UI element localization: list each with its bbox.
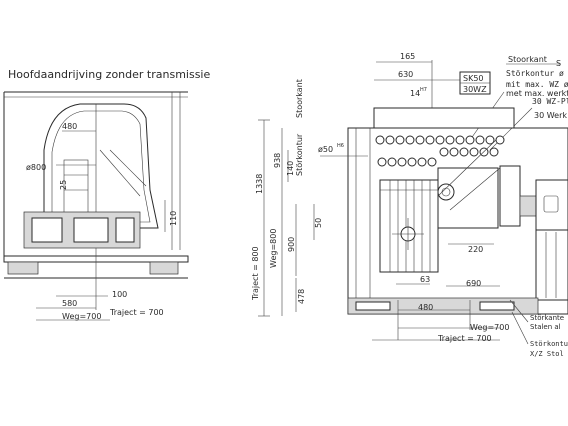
tool-pocket bbox=[427, 157, 437, 167]
tool-pocket bbox=[465, 135, 475, 145]
label-storkontur-vertical: Störkontur bbox=[295, 133, 304, 176]
tool-pocket bbox=[475, 135, 485, 145]
dim-630: 630 bbox=[398, 70, 413, 79]
tool-pocket bbox=[449, 147, 459, 157]
tool-pocket bbox=[417, 157, 427, 167]
tool-pocket bbox=[377, 157, 387, 167]
label-sk50: SK50 bbox=[463, 74, 484, 83]
left-view-title: Hoofdaandrijving zonder transmissie bbox=[8, 68, 210, 81]
dim-900: 900 bbox=[287, 237, 296, 252]
label-stoorkant-vertical: Stoorkant bbox=[295, 79, 304, 118]
tool-pocket bbox=[397, 157, 407, 167]
tool-pocket bbox=[489, 147, 499, 157]
tool-pocket bbox=[469, 147, 479, 157]
dim-480: 480 bbox=[62, 122, 77, 131]
right-cabinet bbox=[535, 179, 568, 231]
label-storkontur-bottom: Störkontur bbox=[530, 340, 568, 348]
dim-800: ø800 bbox=[26, 163, 46, 172]
label-met-max: met max. werktu bbox=[506, 89, 568, 98]
label-30wz-pl: 30 WZ-Pl bbox=[532, 97, 568, 106]
dim-50-tol: H6 bbox=[337, 143, 344, 149]
column-body bbox=[379, 179, 439, 273]
label-stoorkant-top: Stoorkant bbox=[508, 55, 547, 64]
tool-pocket bbox=[425, 135, 435, 145]
dim-25: 25 bbox=[59, 180, 68, 190]
tool-pocket bbox=[485, 135, 495, 145]
spindle-head-outline bbox=[43, 103, 159, 229]
dim-478: 478 bbox=[297, 289, 306, 304]
dim-165: 165 bbox=[400, 52, 415, 61]
dim-14-tol: H7 bbox=[420, 87, 427, 93]
tool-pocket bbox=[395, 135, 405, 145]
dim-50: 50 bbox=[314, 218, 323, 228]
carriage-box-left bbox=[31, 217, 63, 243]
dim-traject: Traject = 700 bbox=[437, 334, 492, 343]
tool-pocket bbox=[495, 135, 505, 145]
tool-pocket bbox=[445, 135, 455, 145]
dim-50-dia: ø50 bbox=[318, 145, 333, 154]
leader-bottom bbox=[509, 299, 529, 323]
label-storkontur-top: Störkontur ø bbox=[506, 69, 564, 78]
carriage-box-mid bbox=[73, 217, 109, 243]
tool-pocket bbox=[439, 147, 449, 157]
label-mit-max: mit max. WZ ø bbox=[506, 80, 568, 89]
dim-480: 480 bbox=[418, 303, 433, 312]
side-panel bbox=[499, 165, 521, 227]
cabinet-window bbox=[543, 195, 559, 213]
dim-1338: 1338 bbox=[255, 174, 264, 194]
head-diagonal-2 bbox=[109, 149, 147, 187]
dim-63: 63 bbox=[420, 275, 430, 284]
tool-pocket bbox=[435, 135, 445, 145]
foot-right bbox=[149, 261, 179, 275]
dim-580: 580 bbox=[62, 299, 77, 308]
label-storkante: Störkante bbox=[530, 314, 564, 322]
tool-pocket bbox=[407, 157, 417, 167]
carriage-box-right bbox=[115, 217, 135, 243]
tool-pocket bbox=[387, 157, 397, 167]
tool-pocket bbox=[459, 147, 469, 157]
label-xz: X/Z Stol bbox=[530, 350, 564, 358]
dim-weg: Weg=700 bbox=[470, 323, 509, 332]
dim-14: 14 bbox=[410, 89, 420, 98]
head-circle bbox=[437, 183, 455, 201]
spindle-head-inner bbox=[51, 110, 151, 223]
label-30-werk: 30 Werk bbox=[534, 111, 567, 120]
tool-pocket bbox=[415, 135, 425, 145]
tool-chain bbox=[375, 135, 505, 167]
head-diagonals bbox=[437, 139, 501, 211]
label-weg-vertical: Weg=800 bbox=[269, 229, 278, 268]
leader-bottom bbox=[511, 311, 529, 345]
label-stalen: Stalen al bbox=[530, 323, 561, 331]
magazine-housing bbox=[373, 107, 515, 129]
tool-pocket bbox=[375, 135, 385, 145]
dim-weg: Weg=700 bbox=[62, 312, 101, 321]
label-traject-vertical: Traject = 800 bbox=[251, 246, 260, 301]
dim-110: 110 bbox=[169, 211, 178, 226]
right-lower bbox=[535, 229, 568, 301]
base-pad-right bbox=[479, 301, 515, 311]
tool-pocket bbox=[405, 135, 415, 145]
base-pad-left bbox=[355, 301, 391, 311]
dim-traject: Traject = 700 bbox=[109, 308, 164, 317]
dim-690: 690 bbox=[466, 279, 481, 288]
left-view: Hoofdaandrijving zonder transmissie 480 … bbox=[3, 68, 210, 321]
dim-140: 140 bbox=[286, 161, 295, 176]
dim-100: 100 bbox=[112, 290, 127, 299]
side-box bbox=[519, 195, 537, 217]
dim-938: 938 bbox=[273, 153, 282, 168]
head-diagonal bbox=[99, 149, 141, 197]
foot-left bbox=[7, 261, 39, 275]
tool-pocket bbox=[385, 135, 395, 145]
right-view: Stoorkant Störkontur Traject = 800 Weg=8… bbox=[251, 52, 568, 358]
label-30wz: 30WZ bbox=[463, 85, 487, 94]
tool-pocket bbox=[455, 135, 465, 145]
label-s-cut: S bbox=[556, 59, 561, 68]
dim-220: 220 bbox=[468, 245, 483, 254]
